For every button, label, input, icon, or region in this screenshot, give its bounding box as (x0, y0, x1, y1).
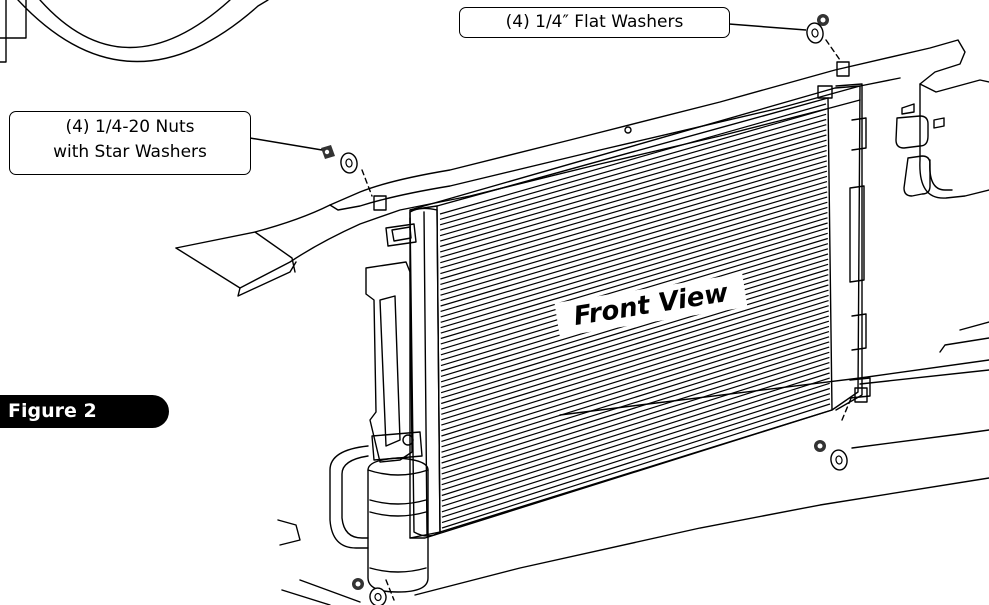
condenser-fin (440, 181, 828, 296)
condenser-fin (441, 382, 830, 507)
nuts-text-line2: with Star Washers (53, 142, 207, 162)
condenser-fin (440, 201, 828, 318)
condenser-fin (441, 356, 830, 480)
condenser-fin (440, 144, 827, 258)
condenser-fin (440, 274, 829, 394)
condenser-fin (441, 387, 830, 513)
condenser-fin (440, 227, 828, 345)
condenser-fin (441, 289, 829, 410)
nuts-text-line1: (4) 1/4-20 Nuts (65, 117, 195, 137)
condenser-fin (440, 134, 827, 248)
condenser-fin (440, 196, 828, 312)
condenser-fin (440, 217, 828, 334)
condenser-fin (440, 175, 828, 291)
condenser-fin (440, 206, 828, 323)
condenser-fin (440, 129, 827, 242)
condenser-fin (440, 186, 828, 302)
condenser-fin (441, 393, 831, 518)
condenser-fin (439, 118, 827, 231)
condenser-fin (441, 372, 830, 497)
condenser-fin (441, 362, 830, 486)
condenser-fin (441, 284, 829, 405)
condenser-fins (439, 103, 831, 529)
flat-washers-text: (4) 1/4″ Flat Washers (505, 12, 684, 32)
condenser-fin (440, 212, 828, 329)
condenser-fin (441, 305, 829, 426)
condenser-fin (440, 155, 827, 269)
bracket-slot-lower (903, 155, 931, 197)
condenser-fin (440, 191, 828, 307)
side-tank (409, 207, 441, 537)
nuts-callout: (4) 1/4-20 Nuts with Star Washers (9, 111, 251, 175)
condenser-fin (440, 222, 828, 340)
condenser-fin (440, 268, 829, 388)
condenser-fin (441, 377, 830, 502)
upper-panel (0, 0, 269, 63)
condenser-fin (440, 150, 827, 264)
condenser-fin (441, 346, 830, 469)
condenser-fin (441, 310, 829, 432)
lower-bar (559, 321, 989, 449)
condenser-fin (439, 103, 827, 215)
condenser-fin (441, 300, 829, 421)
condenser-fin (440, 165, 827, 280)
condenser-fin (441, 336, 830, 459)
condenser-fin (441, 320, 830, 442)
leader-lines (249, 23, 807, 151)
condenser-fin (441, 398, 831, 524)
condenser-fin (441, 279, 829, 399)
condenser-fin (440, 170, 828, 285)
fasteners (321, 14, 848, 605)
condenser-fin (441, 403, 831, 529)
condenser-fin (439, 113, 827, 226)
condenser-fin (441, 315, 829, 437)
condenser-fin (441, 325, 830, 448)
condenser-fin (440, 139, 827, 253)
flat-washers-callout: (4) 1/4″ Flat Washers (459, 7, 730, 38)
condenser-fin (440, 160, 827, 275)
condenser-fin (439, 124, 827, 237)
condenser-fin (441, 294, 829, 415)
condenser-fin (441, 351, 830, 475)
core-support-lower (175, 99, 861, 289)
core-support-upper (175, 39, 989, 249)
figure-label: Figure 2 (0, 395, 169, 428)
condenser-fin (441, 367, 830, 491)
refrigerant-line (329, 445, 369, 549)
condenser-fin (441, 341, 830, 464)
bracket-slot-upper (895, 115, 929, 149)
condenser-fin (441, 331, 830, 453)
drier-bracket (365, 261, 413, 463)
condenser-fin (439, 108, 827, 220)
